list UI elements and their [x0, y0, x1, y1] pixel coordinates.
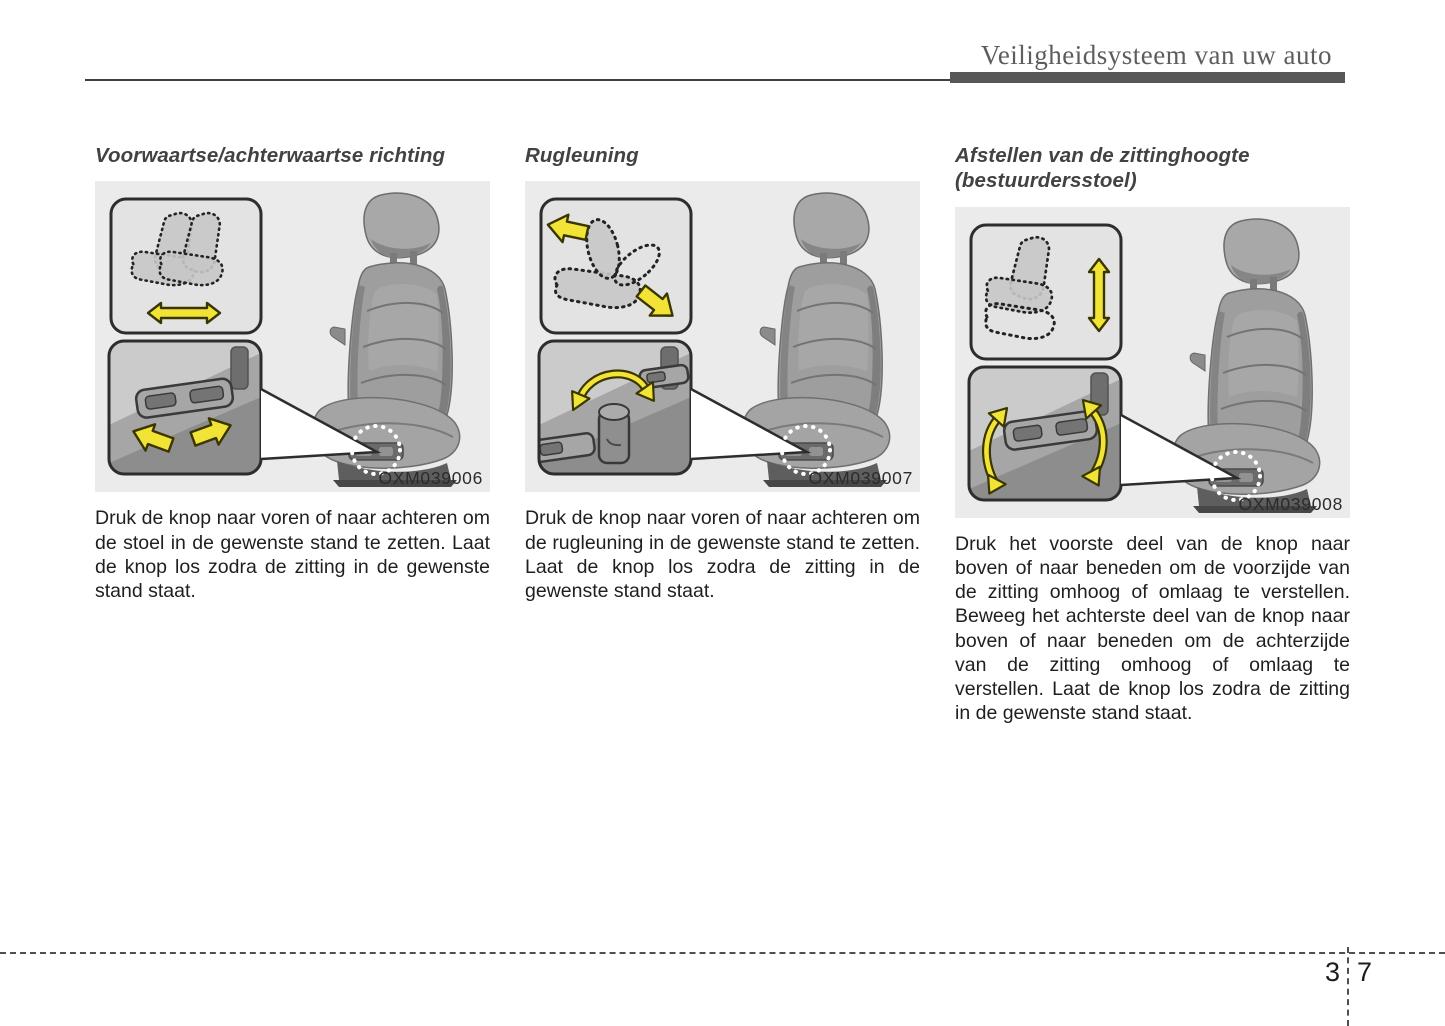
curved-arrow-head: [986, 473, 1007, 495]
control-closeup: [969, 366, 1121, 500]
section-backrest: Rugleuning: [525, 143, 920, 603]
body-text: Druk het voorste deel van de knop naar b…: [955, 532, 1350, 725]
figure-forward-backward: OXM039006: [95, 181, 490, 493]
control-highlight-ring: [1210, 449, 1262, 502]
control-highlight-ring: [350, 424, 402, 477]
chapter-number: 3: [1324, 957, 1340, 987]
header-rule: [85, 79, 1345, 81]
figure-seat-height: OXM039008: [955, 206, 1350, 518]
height-switch: [1002, 409, 1099, 451]
recline-knob: [597, 403, 631, 465]
curved-arrow-head: [635, 381, 655, 403]
figure-backrest: OXM039007: [525, 181, 920, 493]
seat-backrest-recline-illustration: [525, 181, 920, 493]
dotted-height-diagram: [984, 235, 1111, 340]
header-accent-bar: [950, 72, 1345, 83]
curved-arrow-head: [571, 390, 591, 412]
slide-switch: [134, 377, 235, 420]
callout-triangle: [691, 389, 807, 460]
section-heading: Voorwaartse/achterwaartse richting: [95, 144, 446, 167]
chapter-title: Veiligheidsysteem van uw auto: [980, 40, 1332, 70]
figure-caption: OXM039008: [1238, 493, 1343, 514]
callout-triangle: [261, 389, 377, 460]
callout-triangle: [1121, 414, 1237, 485]
control-highlight-ring: [780, 424, 832, 477]
section-heading: Rugleuning: [525, 144, 639, 167]
footer-vertical-dashed-rule: [1347, 947, 1349, 1026]
body-text: Druk de knop naar voren of naar achteren…: [525, 507, 920, 602]
section-forward-backward: Voorwaartse/achterwaartse richting: [95, 143, 490, 603]
curved-arrow-head: [987, 406, 1009, 428]
curved-arrow-head: [1081, 465, 1102, 487]
seat-height-adjust-illustration: [955, 206, 1350, 518]
page-number: 7: [1357, 957, 1373, 987]
figure-caption: OXM039006: [378, 468, 483, 489]
footer-dashed-rule: [0, 952, 1445, 954]
control-closeup: [539, 341, 691, 475]
figure-caption: OXM039007: [808, 468, 913, 489]
section-heading: Afstellen van de zittinghoogte (bestuurd…: [955, 144, 1250, 193]
curved-arrow-head: [1081, 398, 1103, 420]
body-text: Druk de knop naar voren of naar achteren…: [95, 507, 490, 602]
dotted-recline-diagram: [543, 210, 683, 329]
seat-forward-backward-illustration: [95, 181, 490, 493]
section-seat-height: Afstellen van de zittinghoogte (bestuurd…: [955, 143, 1350, 725]
control-closeup: [109, 341, 261, 475]
